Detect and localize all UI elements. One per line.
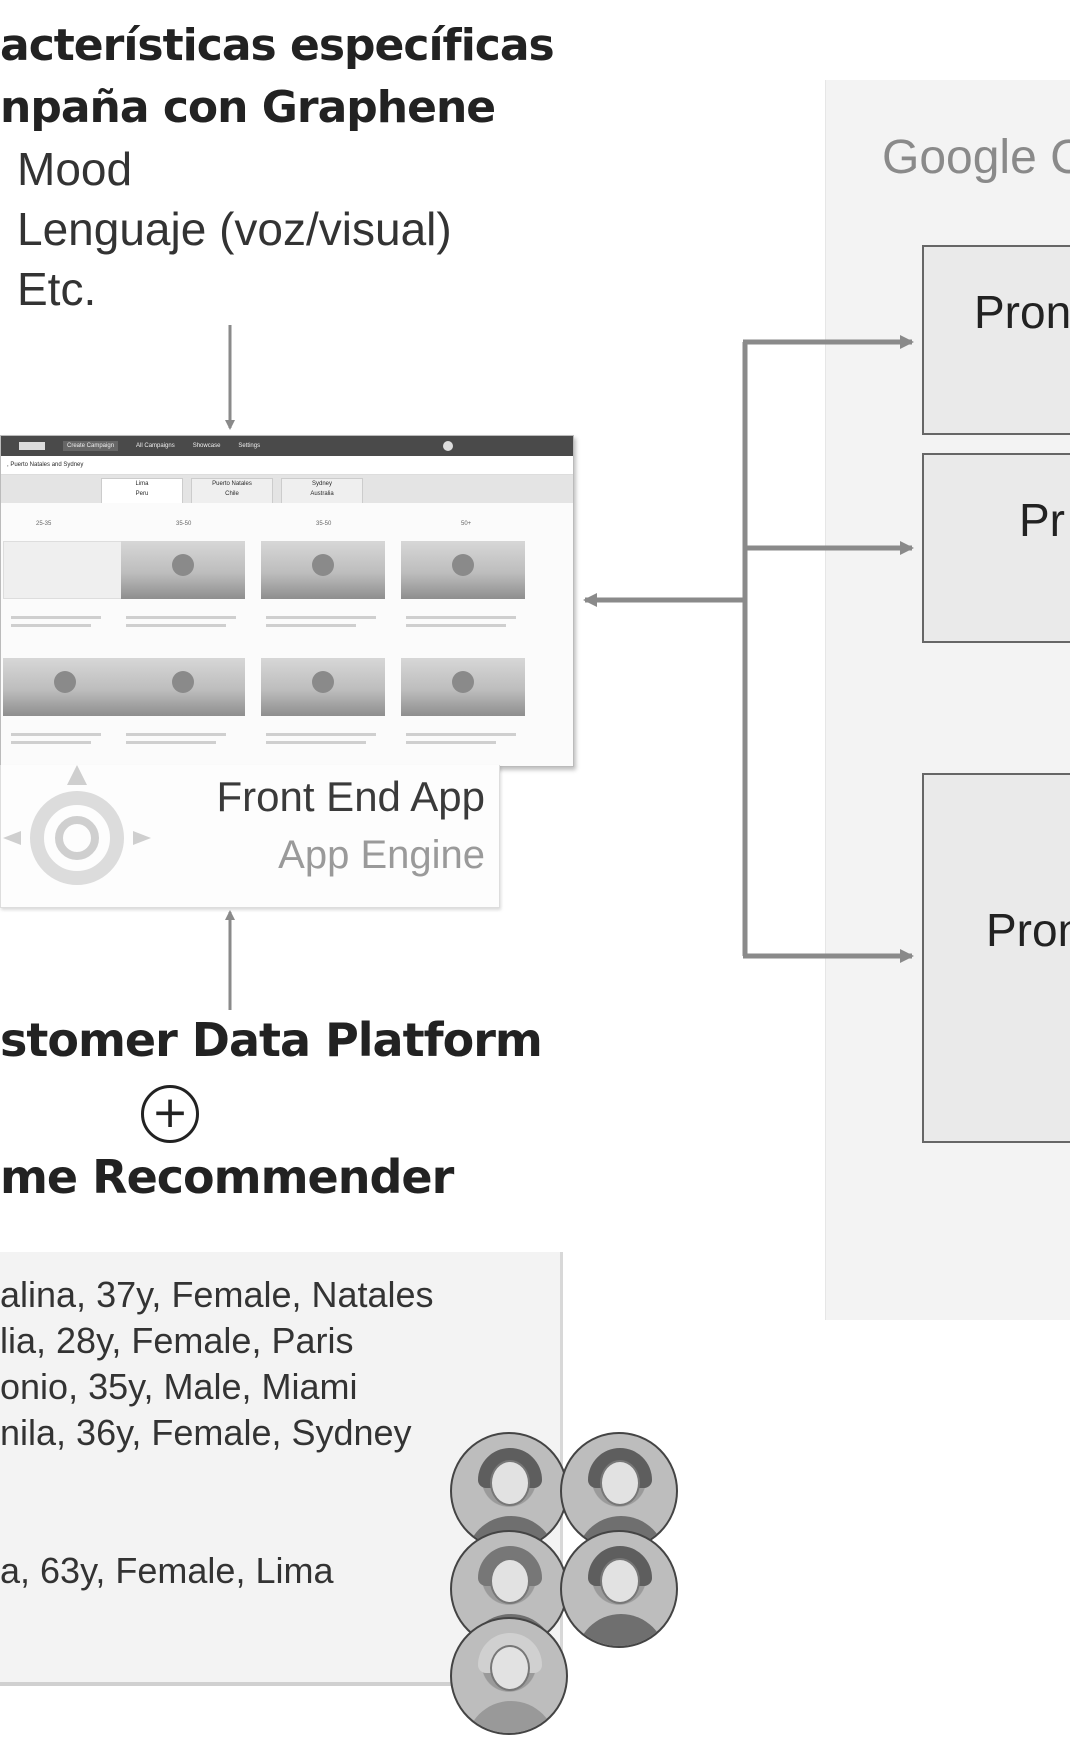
campaign-image-placeholder[interactable] <box>3 541 127 599</box>
column-header: 35-50 <box>176 521 192 527</box>
tab-sublabel: Peru <box>135 491 149 497</box>
nav-settings[interactable]: Settings <box>238 443 261 449</box>
customer-entry: alina, 37y, Female, Natales <box>0 1274 434 1315</box>
card-text <box>406 741 496 744</box>
tab-label: Puerto Natales <box>212 481 252 487</box>
campaign-image[interactable] <box>121 541 245 599</box>
campaign-heading-line2: npaña con Graphene <box>0 82 496 133</box>
column-header: 25-35 <box>36 521 52 527</box>
column-header: 35-50 <box>316 521 332 527</box>
campaign-image[interactable] <box>121 658 245 716</box>
tab-label: Lima <box>135 481 149 487</box>
campaign-item-language: Lenguaje (voz/visual) <box>17 203 452 255</box>
card-text <box>126 733 226 736</box>
prompt-box-label: Pron <box>974 286 1070 338</box>
app-breadcrumb: , Puerto Natales and Sydney <box>1 456 573 475</box>
campaign-image[interactable] <box>401 658 525 716</box>
plus-icon: + <box>141 1085 199 1143</box>
customer-entry: onio, 35y, Male, Miami <box>0 1366 358 1407</box>
nav-showcase[interactable]: Showcase <box>192 443 221 449</box>
nav-create-campaign[interactable]: Create Campaign <box>63 441 119 451</box>
campaign-image[interactable] <box>261 541 385 599</box>
card-text <box>126 616 236 619</box>
customer-avatar <box>560 1530 678 1648</box>
campaign-item-mood: Mood <box>17 143 133 195</box>
front-end-app-card: Front End App App Engine <box>0 765 500 908</box>
card-text <box>11 616 101 619</box>
plus-symbol: + <box>151 1087 189 1138</box>
google-cloud-logo: Google C <box>882 131 1070 184</box>
card-text <box>11 741 91 744</box>
campaign-item-etc: Etc. <box>17 263 97 315</box>
card-text <box>266 616 376 619</box>
nav-all-campaigns[interactable]: All Campaigns <box>136 443 175 449</box>
tab-label: Sydney <box>311 481 332 487</box>
campaign-heading-line1: acterísticas específicas <box>0 20 555 71</box>
customer-avatar <box>450 1617 568 1735</box>
prompt-box-1[interactable]: Pron <box>922 245 1070 435</box>
prompt-box-2[interactable]: Pr <box>922 453 1070 643</box>
campaign-image[interactable] <box>261 658 385 716</box>
card-text <box>11 624 91 627</box>
customer-entry: a, 63y, Female, Lima <box>0 1550 334 1591</box>
recommender-heading: me Recommender <box>0 1150 454 1204</box>
prompt-box-label: Pr <box>1019 494 1065 546</box>
card-text <box>126 741 216 744</box>
card-text <box>11 733 101 736</box>
card-text <box>266 733 376 736</box>
card-text <box>406 733 516 736</box>
customer-entry: lia, 28y, Female, Paris <box>0 1320 354 1361</box>
app-engine-label: App Engine <box>278 833 485 877</box>
card-text <box>406 624 506 627</box>
customer-entry: nila, 36y, Female, Sydney <box>0 1412 412 1453</box>
card-text <box>266 741 366 744</box>
user-avatar-icon[interactable] <box>443 441 453 451</box>
card-text <box>126 624 226 627</box>
front-end-app-title: Front End App <box>216 773 485 820</box>
card-text <box>406 616 516 619</box>
prompt-box-3[interactable]: Pron <box>922 773 1070 1143</box>
app-engine-icon <box>3 765 151 885</box>
tab-sublabel: Chile <box>225 491 239 497</box>
tab-sublabel: Australia <box>310 491 334 497</box>
app-screenshot: Create Campaign All Campaigns Showcase S… <box>0 435 574 767</box>
app-logo <box>19 442 45 450</box>
cdp-heading: stomer Data Platform <box>0 1013 543 1067</box>
app-nav-bar: Create Campaign All Campaigns Showcase S… <box>1 436 573 456</box>
campaign-image[interactable] <box>3 658 127 716</box>
column-header: 50+ <box>461 521 472 527</box>
prompt-box-label: Pron <box>986 904 1070 956</box>
card-text <box>266 624 356 627</box>
campaign-image[interactable] <box>401 541 525 599</box>
